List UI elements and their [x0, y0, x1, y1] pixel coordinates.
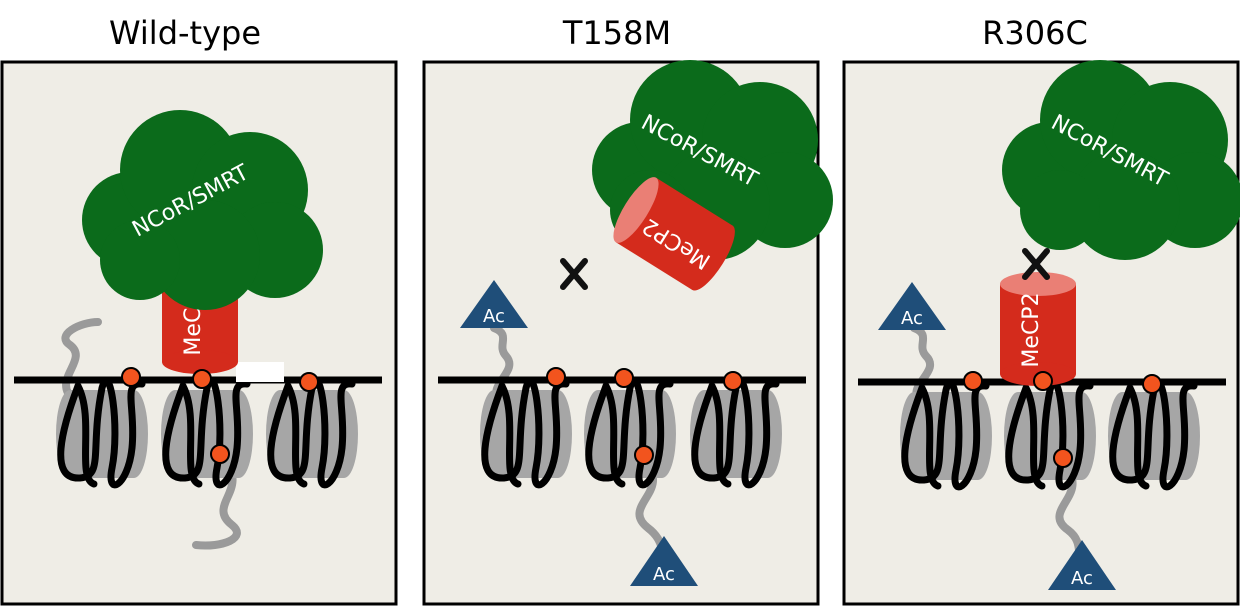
nucleosome — [161, 381, 253, 485]
histone-tail — [61, 318, 102, 404]
methyl-dot — [1142, 374, 1162, 394]
panel-wild-type: MeCP2 NCoR/SMRT — [0, 60, 398, 606]
ncor-smrt-complex: NCoR/SMRT — [82, 110, 323, 310]
nucleosome — [1108, 383, 1200, 487]
histone-tail — [192, 456, 241, 550]
methyl-dot — [299, 372, 319, 392]
acetyl-label: Ac — [483, 306, 505, 327]
nucleosome — [690, 381, 782, 485]
mecp2-cylinder: MeCP2 — [605, 171, 743, 297]
acetyl-mark: Ac — [630, 536, 698, 586]
nucleosome — [584, 381, 676, 485]
histone-tail — [910, 324, 935, 406]
mecp2-label: MeCP2 — [1019, 292, 1044, 367]
acetyl-mark: Ac — [1048, 540, 1116, 590]
methyl-dot — [1053, 448, 1073, 468]
panel-title-wild-type: Wild-type — [108, 14, 262, 52]
mecp2-cylinder: MeCP2 — [1000, 272, 1076, 386]
methyl-dot — [121, 367, 141, 387]
panel-title-r306c: R306C — [982, 14, 1088, 52]
panel-r306c: MeCP2 Ac Ac NCoR/SMRT — [842, 60, 1240, 606]
acetyl-mark: Ac — [460, 280, 528, 328]
nucleosome — [900, 383, 992, 487]
acetyl-label: Ac — [653, 564, 675, 585]
acetyl-mark: Ac — [878, 282, 946, 330]
methyl-dot — [192, 369, 212, 389]
methyl-dot — [723, 371, 743, 391]
nucleosome — [266, 381, 358, 485]
methyl-dot — [1033, 371, 1053, 391]
white-marker — [236, 362, 284, 382]
nucleosome — [56, 381, 148, 485]
panel-t158m: Ac Ac NCoR/SMRT MeCP2 — [422, 60, 833, 606]
panel-title-t158m: T158M — [562, 14, 672, 52]
acetyl-label: Ac — [901, 308, 923, 329]
nucleosome — [480, 381, 572, 485]
acetyl-label: Ac — [1071, 568, 1093, 589]
methyl-dot — [963, 371, 983, 391]
methyl-dot — [546, 367, 566, 387]
nucleosome — [1004, 383, 1096, 487]
methyl-dot — [210, 444, 230, 464]
methyl-dot — [634, 445, 654, 465]
methyl-dot — [614, 368, 634, 388]
histone-tail — [490, 324, 514, 406]
ncor-smrt-complex: NCoR/SMRT — [1002, 60, 1240, 260]
